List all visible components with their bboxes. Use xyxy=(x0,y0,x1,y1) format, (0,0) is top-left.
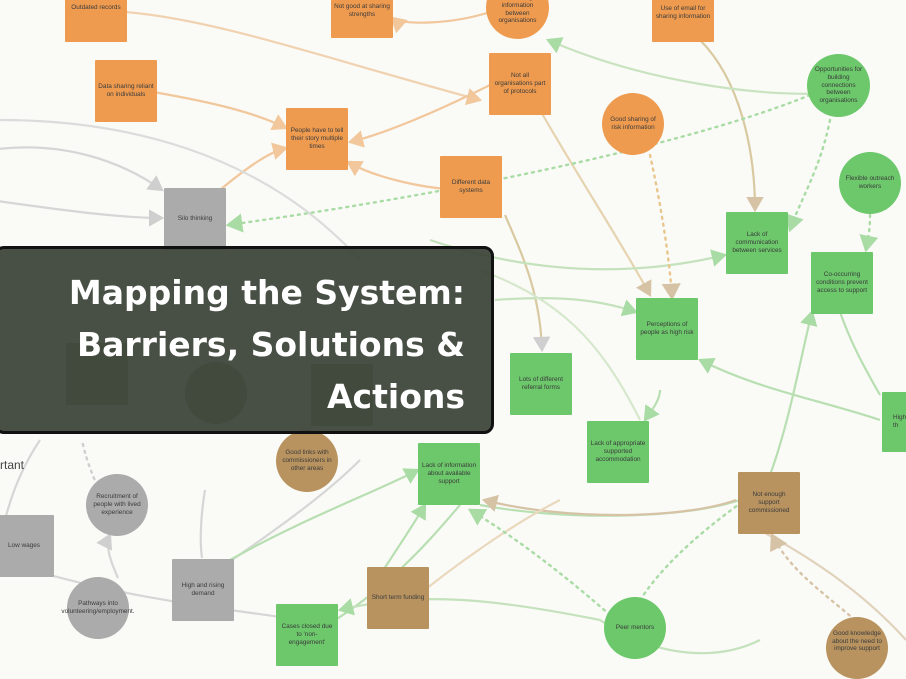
node-label: Good knowledge about the need to improve… xyxy=(832,630,882,653)
node-data-sharing-individuals[interactable]: Data sharing reliant on individuals xyxy=(95,60,157,122)
node-good-links[interactable]: Good links with commissioners in other a… xyxy=(276,430,338,492)
node-label: Opportunities for building connections b… xyxy=(814,66,863,105)
title-banner: Mapping the System: Barriers, Solutions … xyxy=(0,246,494,434)
node-label: Recruitment of people with lived experie… xyxy=(93,493,141,516)
node-label: Peer mentors xyxy=(615,624,655,632)
node-label: Good links with commissioners in other a… xyxy=(282,449,332,472)
node-co-occurring[interactable]: Co-occurring conditions prevent access t… xyxy=(811,252,873,314)
title-text: Mapping the System: Barriers, Solutions … xyxy=(69,267,465,423)
node-short-term-funding[interactable]: Short term funding xyxy=(367,567,429,629)
node-perceptions-risk[interactable]: Perceptions of people as high risk xyxy=(636,298,698,360)
node-label: People have to tell their story multiple… xyxy=(290,127,344,150)
node-label: Use of email for sharing information xyxy=(655,5,711,20)
node-label: Lack of information about available supp… xyxy=(422,462,476,485)
node-referral-forms[interactable]: Lots of different referral forms xyxy=(510,353,572,415)
node-label: Low wages xyxy=(8,542,40,550)
node-label: Not enough support commissioned xyxy=(748,491,790,514)
node-label: Data sharing reliant on individuals xyxy=(98,83,154,98)
node-silo-thinking[interactable]: Silo thinking xyxy=(164,188,226,250)
node-label: Co-occurring conditions prevent access t… xyxy=(816,271,868,294)
node-label: Different data systems xyxy=(451,179,491,194)
legend-fragment: rtant xyxy=(0,458,25,472)
node-cases-closed[interactable]: Cases closed due to 'non-engagement' xyxy=(276,604,338,666)
node-lack-communication[interactable]: Lack of communication between services xyxy=(726,212,788,274)
node-use-of-email[interactable]: Use of email for sharing information xyxy=(652,0,714,42)
node-label: High th xyxy=(893,414,906,429)
node-not-good-strengths[interactable]: Not good at sharing strengths xyxy=(331,0,393,38)
node-not-enough-support[interactable]: Not enough support commissioned xyxy=(738,472,800,534)
node-label: Lack of communication between services xyxy=(732,231,782,254)
node-good-sharing-risk[interactable]: Good sharing of risk information xyxy=(602,93,664,155)
title-line-3: Actions xyxy=(327,377,465,416)
title-line-1: Mapping the System: xyxy=(68,273,465,312)
node-label: Perceptions of people as high risk xyxy=(640,321,694,336)
node-label: Pathways into volunteering/employment. xyxy=(61,600,135,615)
title-line-2: Barriers, Solutions & xyxy=(76,325,465,364)
node-not-all-orgs[interactable]: Not all organisations part of protocols xyxy=(489,53,551,115)
node-label: Outdated records xyxy=(71,4,121,11)
node-label: for sharing information between organisa… xyxy=(498,0,537,25)
node-label: Flexible outreach workers xyxy=(845,175,895,190)
node-lack-accommodation[interactable]: Lack of appropriate supported accommodat… xyxy=(587,421,649,483)
node-flexible-outreach[interactable]: Flexible outreach workers xyxy=(839,152,901,214)
node-different-data-systems[interactable]: Different data systems xyxy=(440,156,502,218)
node-label: Good sharing of risk information xyxy=(610,116,656,131)
node-label: High and rising demand xyxy=(181,582,225,597)
node-label: Lots of different referral forms xyxy=(519,376,563,391)
node-label: Lack of appropriate supported accommodat… xyxy=(590,440,646,463)
node-low-wages[interactable]: Low wages xyxy=(0,515,54,577)
node-good-knowledge[interactable]: Good knowledge about the need to improve… xyxy=(826,617,888,679)
node-outdated-records[interactable]: Outdated records xyxy=(65,0,127,42)
node-label: Silo thinking xyxy=(177,215,213,223)
node-recruitment-lived[interactable]: Recruitment of people with lived experie… xyxy=(86,474,148,536)
node-pathways-volunteering[interactable]: Pathways into volunteering/employment. xyxy=(61,577,135,639)
node-label: Not all organisations part of protocols xyxy=(494,72,546,95)
node-label: Cases closed due to 'non-engagement' xyxy=(281,623,333,646)
node-label: Short term funding xyxy=(371,594,425,602)
node-label: Not good at sharing strengths xyxy=(334,3,390,18)
node-peer-mentors[interactable]: Peer mentors xyxy=(604,597,666,659)
node-high-demand[interactable]: High and rising demand xyxy=(172,559,234,621)
node-lack-information[interactable]: Lack of information about available supp… xyxy=(418,443,480,505)
node-high-partial[interactable]: High th xyxy=(882,392,906,452)
node-opportunities-connections[interactable]: Opportunities for building connections b… xyxy=(807,54,870,117)
node-tell-story[interactable]: People have to tell their story multiple… xyxy=(286,108,348,170)
